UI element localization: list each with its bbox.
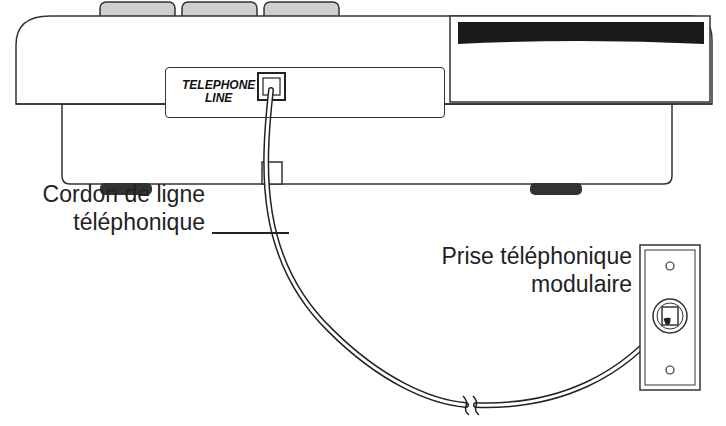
cord [266,90,466,405]
callout-text: Cordon de ligne téléphonique [43,181,205,235]
foot [530,183,582,195]
cord-label: Cordon de ligne téléphonique [5,180,205,236]
callout-text: Prise téléphonique modulaire [441,243,632,297]
cord [476,318,668,405]
plate-ground [165,67,445,118]
port-label: TELEPHONE LINE [182,79,255,105]
cord-core [476,318,668,405]
screw [666,366,674,374]
screw [666,262,674,270]
label-plate: TELEPHONE LINE [165,67,445,118]
wall-jack [653,299,687,333]
cradle [450,16,710,102]
break-mark [473,396,479,415]
wall-plate [640,245,700,390]
break-mark [463,396,469,415]
wall-jack-ring [657,303,683,329]
plug [666,318,668,322]
wall-jack-socket [662,307,678,325]
cradle-well [458,22,704,44]
jack-label: Prise téléphonique modulaire [372,242,632,298]
wall-plate-inner [645,250,695,385]
cord-core [266,90,466,405]
leader-line [212,232,289,234]
